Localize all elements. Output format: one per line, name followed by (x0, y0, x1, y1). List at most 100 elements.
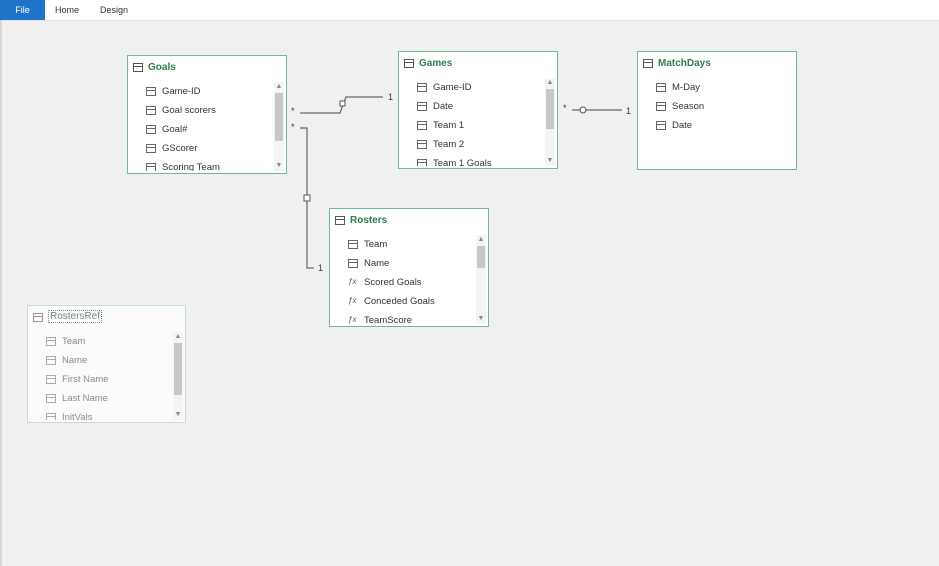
field-label: Game-ID (433, 82, 472, 93)
table-matchdays-fields: M-Day Season Date (638, 78, 784, 167)
scroll-down-icon[interactable]: ▼ (477, 315, 485, 322)
field-label: Name (364, 258, 390, 269)
scroll-thumb[interactable] (275, 93, 283, 141)
field-row[interactable]: Season (638, 97, 784, 116)
cardinality-many-games-matchdays: * (563, 103, 567, 113)
table-icon (133, 63, 143, 72)
table-goals-scrollbar[interactable]: ▲ ▼ (274, 82, 284, 171)
table-goals-header[interactable]: Goals (128, 56, 286, 80)
column-icon (417, 83, 427, 92)
column-icon (46, 375, 56, 384)
column-icon (146, 87, 156, 96)
field-row[interactable]: Date (638, 116, 784, 135)
tab-design[interactable]: Design (99, 5, 128, 15)
field-label: Scored Goals (364, 277, 422, 288)
scroll-down-icon[interactable]: ▼ (546, 157, 554, 164)
field-label: Team 1 Goals (433, 158, 492, 166)
field-row[interactable]: InitVals (28, 408, 173, 420)
table-games-scrollbar[interactable]: ▲ ▼ (545, 78, 555, 166)
field-row[interactable]: Name (28, 351, 173, 370)
table-matchdays-header[interactable]: MatchDays (638, 52, 796, 76)
field-label: Team 1 (433, 120, 465, 131)
field-label: Team (62, 336, 86, 347)
table-rostersref[interactable]: RostersRef Team Name First Name Last Nam… (27, 305, 186, 423)
field-row[interactable]: Team 1 (399, 116, 545, 135)
table-icon (33, 313, 43, 322)
field-row[interactable]: Last Name (28, 389, 173, 408)
field-row[interactable]: Date (399, 97, 545, 116)
field-row[interactable]: Team (28, 332, 173, 351)
field-row[interactable]: GScorer (128, 139, 274, 158)
field-row[interactable]: Team 1 Goals (399, 154, 545, 166)
column-icon (417, 140, 427, 149)
scroll-thumb[interactable] (174, 343, 182, 395)
field-label: GScorer (162, 143, 198, 154)
column-icon (656, 83, 666, 92)
column-icon (656, 121, 666, 130)
field-row[interactable]: M-Day (638, 78, 784, 97)
tab-home[interactable]: Home (54, 5, 79, 15)
column-icon (146, 125, 156, 134)
field-label: Date (433, 101, 454, 112)
column-icon (417, 102, 427, 111)
table-games[interactable]: Games Game-ID Date Team 1 Team 2 Team 1 … (398, 51, 558, 169)
cardinality-many-goals-rosters: * (291, 122, 295, 132)
field-row[interactable]: Goal scorers (128, 101, 274, 120)
calculated-column-icon: ƒx (348, 296, 357, 305)
column-icon (46, 356, 56, 365)
field-row[interactable]: Game-ID (128, 82, 274, 101)
cardinality-one-goals-rosters: 1 (318, 263, 324, 273)
table-games-header[interactable]: Games (399, 52, 557, 76)
scroll-thumb[interactable] (477, 246, 485, 268)
scroll-thumb[interactable] (546, 89, 554, 129)
field-label: Team (364, 239, 388, 250)
ribbon: File Home Design (0, 0, 939, 21)
table-rosters-title: Rosters (350, 215, 388, 226)
scroll-up-icon[interactable]: ▲ (546, 79, 554, 86)
field-label: M-Day (672, 82, 700, 93)
field-row[interactable]: ƒx Conceded Goals (330, 292, 476, 311)
table-matchdays[interactable]: MatchDays M-Day Season Date (637, 51, 797, 170)
column-icon (146, 163, 156, 171)
field-label: Goal# (162, 124, 188, 135)
column-icon (146, 106, 156, 115)
table-icon (404, 59, 414, 68)
field-row[interactable]: Goal# (128, 120, 274, 139)
scroll-up-icon[interactable]: ▲ (174, 333, 182, 340)
canvas-left-border (0, 20, 2, 566)
scroll-up-icon[interactable]: ▲ (477, 236, 485, 243)
field-label: Conceded Goals (364, 296, 435, 307)
field-row[interactable]: Scoring Team (128, 158, 274, 171)
column-icon (348, 259, 358, 268)
scroll-up-icon[interactable]: ▲ (275, 83, 283, 90)
scroll-down-icon[interactable]: ▼ (174, 411, 182, 418)
table-goals-title: Goals (148, 62, 176, 73)
field-label: Game-ID (162, 86, 201, 97)
tab-file[interactable]: File (0, 0, 45, 20)
table-rosters-scrollbar[interactable]: ▲ ▼ (476, 235, 486, 324)
column-icon (46, 413, 56, 420)
field-row[interactable]: First Name (28, 370, 173, 389)
scroll-down-icon[interactable]: ▼ (275, 162, 283, 169)
column-icon (348, 240, 358, 249)
column-icon (146, 144, 156, 153)
field-row[interactable]: Team 2 (399, 135, 545, 154)
table-rostersref-scrollbar[interactable]: ▲ ▼ (173, 332, 183, 420)
cardinality-one-goals-games: 1 (388, 92, 394, 102)
table-rostersref-title: RostersRef (48, 310, 103, 323)
field-row[interactable]: Team (330, 235, 476, 254)
field-label: TeamScore (364, 315, 413, 324)
field-row[interactable]: Game-ID (399, 78, 545, 97)
field-row[interactable]: Name (330, 254, 476, 273)
field-label: Scoring Team (162, 162, 220, 171)
table-rostersref-header[interactable]: RostersRef (28, 306, 185, 330)
table-goals[interactable]: Goals Game-ID Goal scorers Goal# GScorer… (127, 55, 287, 174)
field-label: First Name (62, 374, 109, 385)
table-rosters-header[interactable]: Rosters (330, 209, 488, 233)
table-games-fields: Game-ID Date Team 1 Team 2 Team 1 Goals (399, 78, 545, 166)
table-icon (643, 59, 653, 68)
